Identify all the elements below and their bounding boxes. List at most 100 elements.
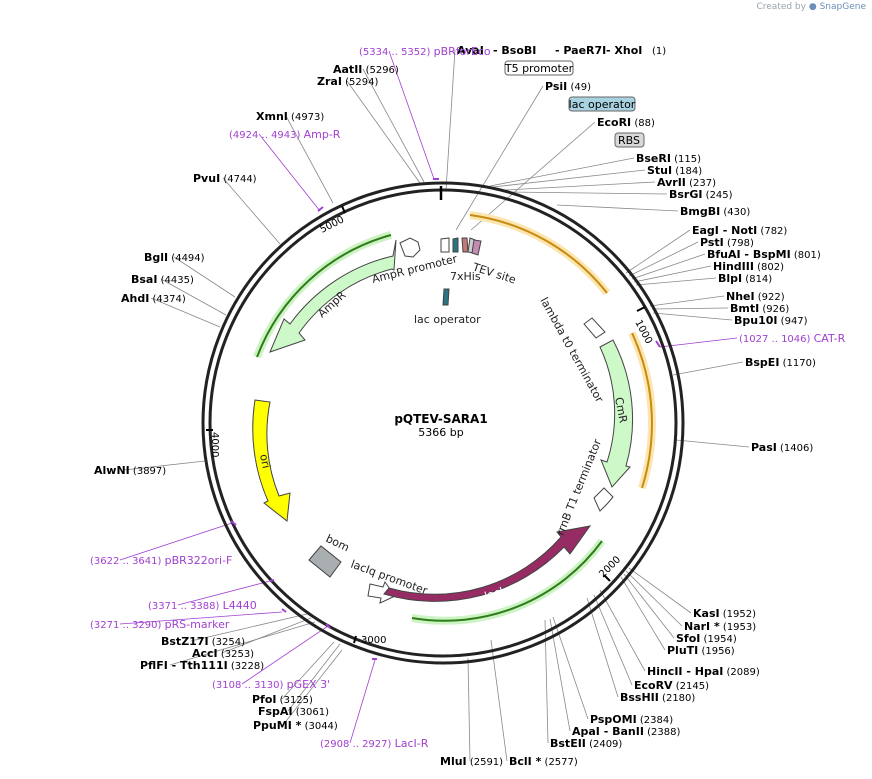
site-label: BclI * (2577)	[509, 755, 578, 768]
site-label: AvaI	[457, 44, 484, 57]
site-label: (4924 .. 4943) Amp-R	[229, 128, 341, 141]
site-label: Bpu10I (947)	[734, 314, 808, 327]
site-leader-line	[651, 307, 729, 310]
site-label: BsrGI (245)	[669, 188, 733, 201]
his-tag-feature[interactable]	[461, 237, 469, 253]
site-label: MluI (2591)	[440, 755, 503, 768]
site-label: XmnI (4973)	[256, 110, 324, 123]
site-position: (115)	[671, 154, 701, 165]
site-leader-line	[281, 641, 335, 700]
site-leader-line	[489, 157, 635, 187]
site-leader-line	[628, 567, 692, 614]
site-label: PvuI (4744)	[193, 172, 257, 185]
restriction-site-labels: AvaI- BsoBI- PaeR7I- XhoI(1)PsiI (49)Eco…	[90, 44, 846, 768]
enzyme-name: PfoI	[252, 693, 277, 706]
site-label: (5334 .. 5352) pBRforEco	[359, 45, 491, 58]
site-leader-line	[287, 643, 341, 712]
ori-feature[interactable]	[252, 399, 291, 522]
site-position: (926)	[759, 304, 789, 315]
site-position: (814)	[742, 274, 772, 285]
site-leader-line	[455, 85, 544, 231]
primer-coords: (1027 .. 1046)	[739, 334, 814, 345]
site-position: (802)	[754, 262, 784, 273]
site-leader-line	[221, 617, 312, 654]
site-label: ApaI - BanII (2388)	[572, 725, 680, 738]
site-leader-line	[346, 80, 421, 184]
lac-operator-2-feature[interactable]	[442, 288, 450, 306]
site-position: (2180)	[659, 693, 696, 704]
site-leader-line	[623, 573, 675, 639]
bom-feature[interactable]	[308, 545, 342, 578]
site-leader-line	[119, 522, 233, 561]
site-leader-line	[599, 589, 646, 672]
ampr-outer-line	[256, 234, 392, 358]
enzyme-name: ApaI - BanII	[572, 725, 644, 738]
site-leader-line	[349, 659, 376, 744]
tev-site-feature[interactable]	[471, 239, 482, 256]
lac-operator-feature[interactable]	[452, 237, 459, 253]
site-position: (245)	[702, 190, 732, 201]
site-position: (2145)	[673, 681, 710, 692]
site-label: - PaeR7I	[555, 44, 606, 57]
site-leader-line	[507, 191, 668, 195]
lambda-terminator-feature[interactable]	[583, 317, 606, 339]
enzyme-name: SfoI	[676, 632, 700, 645]
site-label: BmtI (926)	[730, 302, 789, 315]
laciq-promoter-feature[interactable]	[367, 580, 396, 604]
site-position: (1953)	[720, 622, 757, 633]
site-position: (1952)	[720, 609, 757, 620]
cmr-feature[interactable]	[599, 339, 634, 488]
plasmid-name: pQTEV-SARA1	[394, 412, 487, 426]
enzyme-name: AhdI	[121, 292, 149, 305]
rbs-box[interactable]: RBS	[614, 132, 645, 148]
site-leader-line	[672, 361, 744, 376]
site-position: (2384)	[637, 715, 674, 726]
his-tag-label: 7xHis	[450, 270, 481, 283]
site-leader-line	[652, 312, 733, 321]
site-leader-line	[150, 297, 221, 328]
site-position: (88)	[631, 118, 655, 129]
enzyme-name: StuI	[647, 164, 672, 177]
site-label: PstI (798)	[700, 236, 754, 249]
enzyme-name: BssHII	[620, 691, 659, 704]
laci-outer-line	[411, 540, 603, 622]
ampr-promoter-feature[interactable]	[399, 237, 421, 258]
enzyme-name: AvaI	[457, 44, 484, 57]
site-label: (3622 .. 3641) pBR322ori-F	[90, 554, 232, 567]
enzyme-name: PpuMI *	[253, 719, 302, 732]
site-leader-line	[119, 611, 283, 625]
site-label: SfoI (1954)	[676, 632, 737, 645]
backbone-outer	[201, 181, 685, 665]
site-position: (3897)	[130, 466, 167, 477]
site-position: (1170)	[779, 358, 816, 369]
lac-operator-box[interactable]: lac operator	[568, 96, 636, 112]
rrnb-terminator-feature[interactable]	[593, 487, 614, 512]
site-position: (1954)	[700, 634, 737, 645]
site-position: (947)	[778, 316, 808, 327]
enzyme-name: BlpI	[718, 272, 742, 285]
site-position: (1406)	[777, 443, 814, 454]
site-label: PpuMI * (3044)	[253, 719, 338, 732]
primer-name: CAT-R	[814, 332, 846, 345]
site-label: - XhoI	[606, 44, 642, 57]
site-label: BsaI (4435)	[131, 273, 194, 286]
site-label: FspAI (3061)	[258, 705, 329, 718]
site-leader-line	[169, 621, 316, 666]
site-leader-line	[504, 181, 656, 191]
enzyme-name: BsaI	[131, 273, 157, 286]
site-position: (2577)	[541, 757, 578, 768]
ampr-feature[interactable]	[269, 239, 397, 353]
site-position: (4744)	[220, 174, 257, 185]
enzyme-name: PflFI - Tth111I	[140, 659, 228, 672]
enzyme-name: HincII - HpaI	[647, 665, 723, 678]
site-position: (237)	[686, 178, 716, 189]
primer-name: pBR322ori-F	[165, 554, 233, 567]
t5-promoter-box[interactable]: T5 promoter	[504, 60, 574, 76]
site-label: - BsoBI	[493, 44, 536, 57]
laci-feature[interactable]	[383, 525, 592, 602]
t5-promoter-feature[interactable]	[440, 237, 450, 253]
tick-marks	[206, 205, 646, 644]
lac-operator-label: lac operator	[414, 313, 481, 326]
site-leader-line	[190, 613, 308, 642]
